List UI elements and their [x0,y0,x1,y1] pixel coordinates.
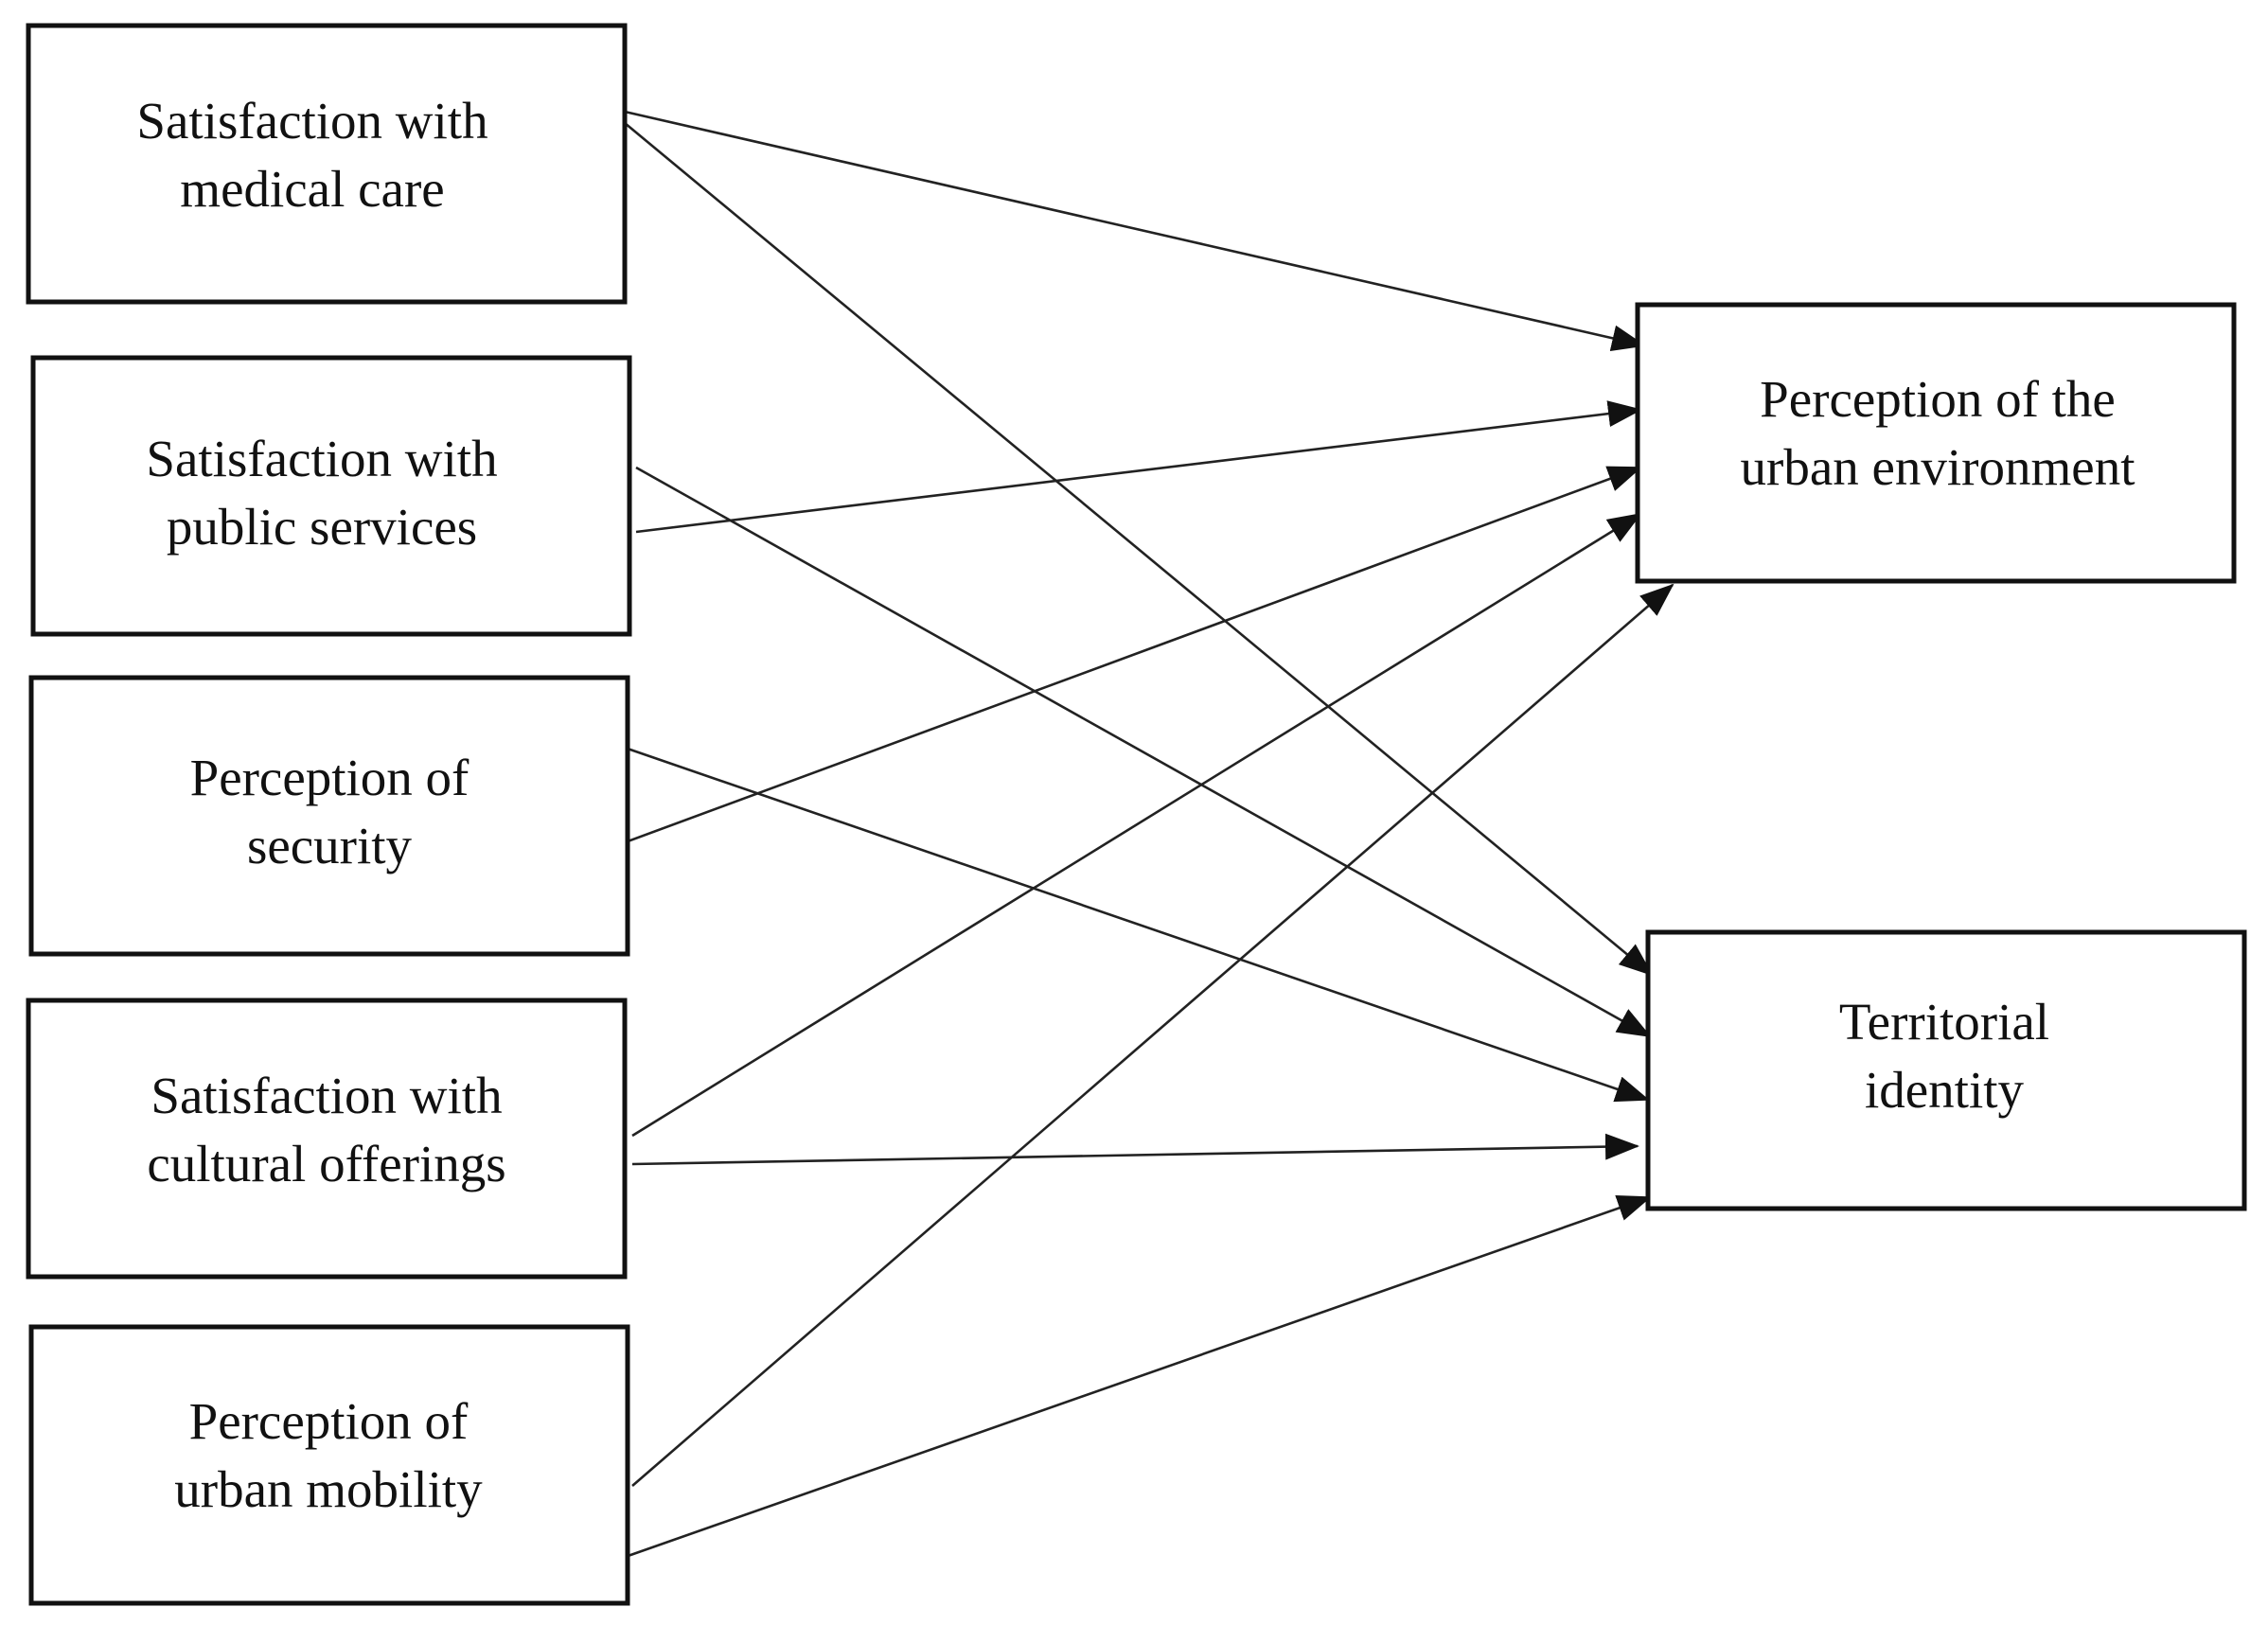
node-urban-mobility: Perception of urban mobility [28,1324,630,1606]
arrow-security-to-identity [624,746,1650,1103]
arrow-mobility-to-urban [631,583,1674,1487]
arrow-cultural-to-identity [631,1133,1639,1166]
node-label-line: urban mobility [174,1460,483,1518]
node-label-line: identity [1865,1061,2025,1119]
node-label-line: Satisfaction with [151,1067,502,1124]
node-label-line: Satisfaction with [146,430,497,487]
arrow-public-to-identity [635,466,1652,1038]
arrow-medical-to-identity [624,121,1654,977]
node-label-line: cultural offerings [147,1135,505,1192]
node-label-line: Perception of [189,1392,469,1450]
node-cultural-offerings: Satisfaction with cultural offerings [26,998,628,1280]
node-label-line: Perception of the [1760,370,2116,428]
node-label-line: security [247,817,413,874]
node-label-line: urban environment [1741,438,2135,496]
node-label-line: Satisfaction with [136,92,487,150]
edges [616,110,1674,1562]
node-public-services: Satisfaction with public services [30,355,632,637]
node-label-line: medical care [180,160,444,218]
arrow-security-to-urban [619,466,1642,846]
node-label-line: Territorial [1839,993,2049,1051]
node-security: Perception of security [28,675,630,957]
node-urban-environment: Perception of the urban environment [1635,302,2237,584]
arrow-public-to-urban [635,400,1642,534]
arrow-medical-to-urban [624,110,1646,352]
node-label-line: public services [167,498,477,556]
arrow-mobility-to-identity [616,1195,1652,1562]
node-medical-care: Satisfaction with medical care [26,23,628,305]
node-territorial-identity: Territorial identity [1645,929,2247,1211]
arrow-cultural-to-urban [631,512,1642,1138]
node-label-line: Perception of [190,749,470,806]
